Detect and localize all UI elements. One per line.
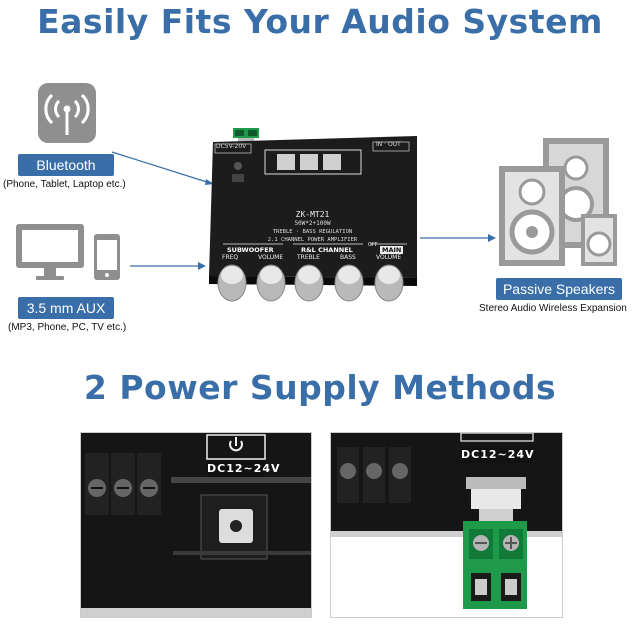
board-model: ZK-MT21 — [295, 210, 330, 219]
passive-speakers-label: Passive Speakers — [496, 278, 622, 300]
dc-label-left: DC12~24V — [207, 461, 281, 477]
arrow-aux — [130, 262, 206, 270]
speakers-icon — [497, 136, 619, 270]
board-rl-section: R&L CHANNEL — [301, 246, 353, 254]
board-dc-small: DC5V-20V — [216, 143, 247, 150]
heading-power: 2 Power Supply Methods — [83, 368, 557, 407]
board-power-rating: 50W*2+100W — [294, 220, 331, 227]
heading-fits: Easily Fits Your Audio System — [37, 2, 603, 41]
board-io-small: IN · OUT — [376, 141, 401, 148]
knob-label-sub-volume: VOLUME — [258, 254, 284, 261]
board-main-section: MAIN — [380, 246, 404, 254]
board-off-label: OFF — [368, 242, 378, 248]
dc-label-right: DC12~24V — [461, 447, 535, 463]
bluetooth-devices: (Phone, Tablet, Laptop etc.) — [3, 179, 126, 190]
knob-label-freq: FREQ — [222, 254, 239, 261]
amplifier-board: DC5V-20V IN · OUT ZK-MT21 50W*2+100W TRE… — [205, 128, 420, 306]
aux-label: 3.5 mm AUX — [18, 297, 114, 319]
arrow-bluetooth — [111, 151, 214, 185]
power-photo-right: DC12~24V — [330, 432, 563, 618]
speakers-caption: Stereo Audio Wireless Expansion — [479, 303, 627, 314]
monitor-phone-icon — [14, 222, 124, 284]
board-subwoofer-section: SUBWOOFER — [227, 246, 274, 254]
aux-devices: (MP3, Phone, PC, TV etc.) — [8, 322, 127, 333]
arrow-speakers — [420, 234, 496, 242]
knob-label-main-volume: VOLUME — [376, 254, 402, 261]
power-photo-left: DC12~24V — [80, 432, 312, 618]
board-description: 2.1 CHANNEL POWER AMPLIFIER — [267, 237, 358, 243]
board-regulation: TREBLE · BASS REGULATION — [272, 229, 353, 235]
bluetooth-signal-icon — [37, 82, 97, 144]
knob-label-bass: BASS — [340, 254, 356, 261]
bluetooth-label: Bluetooth — [18, 154, 114, 176]
knob-label-treble: TREBLE — [297, 254, 320, 261]
